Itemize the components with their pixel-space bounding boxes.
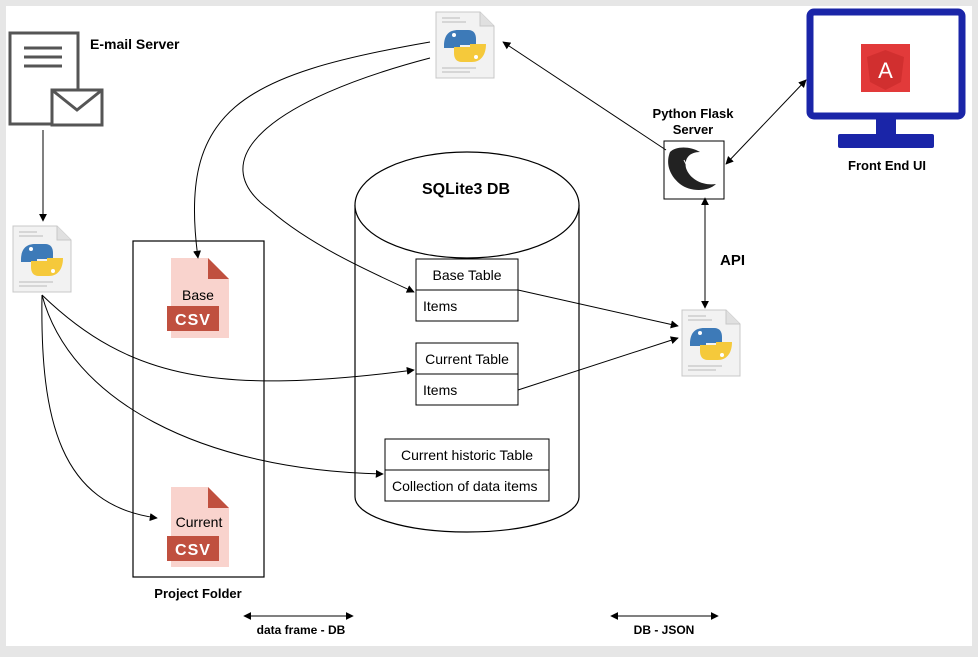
legend-json-label: DB - JSON [634, 623, 695, 637]
historic-table-row: Collection of data items [392, 478, 538, 494]
edge-parser-to-current-csv [41, 294, 158, 522]
frontend-label: Front End UI [848, 158, 926, 173]
legend-dataframe-label: data frame - DB [257, 623, 346, 637]
python-loader-icon [435, 11, 495, 79]
base-table-row: Items [423, 298, 457, 314]
python-parser-icon [12, 225, 72, 293]
edge-loader-to-base-table [242, 57, 431, 293]
edge-loader-to-base-csv [193, 41, 431, 259]
flask-label-line1: Python Flask [653, 106, 735, 121]
flask-icon [663, 140, 725, 200]
email-server-icon [8, 31, 104, 127]
edge-current-table-to-api [517, 336, 679, 391]
current-csv-title: Current [176, 514, 223, 530]
current-table-row: Items [423, 382, 457, 398]
angular-logo-letter: A [878, 58, 893, 83]
current-historic-table: Current historic Table Collection of dat… [384, 438, 550, 502]
edge-parser-to-current-table [41, 294, 415, 382]
flask-label-line2: Server [673, 122, 713, 137]
current-csv-icon: CSV Current [167, 487, 229, 567]
base-csv-title: Base [182, 287, 214, 303]
edge-flask-frontend [725, 79, 807, 165]
edge-flask-to-loader [502, 41, 667, 151]
sqlite-db-title: SQLite3 DB [422, 181, 510, 198]
base-table: Base Table Items [415, 258, 519, 322]
base-table-name: Base Table [432, 267, 501, 283]
edge-parser-to-historic-table [41, 294, 384, 478]
current-table-name: Current Table [425, 351, 509, 367]
base-csv-icon: CSV Base [167, 258, 229, 338]
project-folder-label: Project Folder [154, 586, 241, 601]
current-csv-ext: CSV [175, 542, 211, 559]
email-server-label: E-mail Server [90, 36, 180, 52]
python-api-icon [681, 309, 741, 377]
current-table: Current Table Items [415, 342, 519, 406]
angular-logo-icon: A [861, 44, 910, 92]
edge-base-table-to-api [517, 289, 679, 329]
historic-table-name: Current historic Table [401, 447, 533, 463]
base-csv-ext: CSV [175, 312, 211, 329]
api-label: API [720, 252, 745, 269]
